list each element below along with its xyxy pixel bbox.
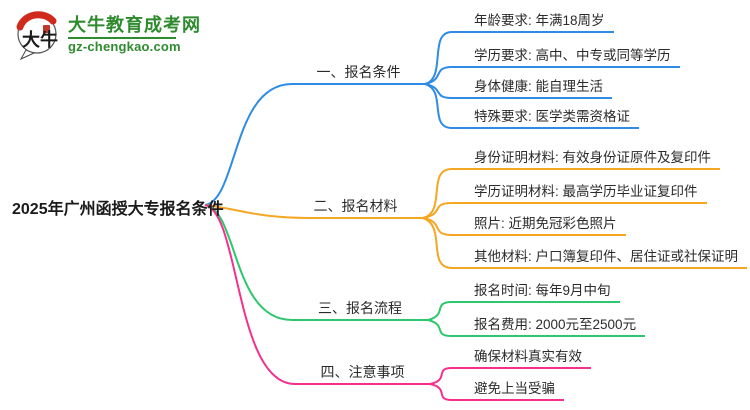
branch-4-trunk-line	[204, 204, 430, 385]
branch-1-trunk-line	[204, 83, 425, 206]
logo-divider	[68, 37, 176, 39]
site-domain: gz-chengkao.com	[68, 39, 181, 54]
site-name: 大牛教育成考网	[68, 15, 201, 35]
branch-2-leaf-3-connector	[422, 217, 453, 236]
branch-node-3[interactable]: 三、报名流程	[318, 300, 402, 316]
branch-2-leaf-4-connector	[422, 217, 453, 269]
branch-node-4[interactable]: 四、注意事项	[320, 364, 405, 380]
logo-bull-icon: 大牛	[16, 11, 58, 60]
branch-3-trunk-line	[204, 204, 428, 321]
leaf-node-1-2[interactable]: 学历要求: 高中、中专或同等学历	[452, 48, 680, 68]
leaf-node-2-1[interactable]: 身份证明材料: 有效身份证原件及复印件	[452, 150, 721, 170]
branch-3-leaf-1-connector	[427, 301, 453, 321]
leaf-node-1-4[interactable]: 特殊要求: 医学类需资格证	[452, 109, 640, 129]
branch-3-leaf-2-connector	[427, 319, 453, 337]
branch-4-leaf-1-connector	[429, 367, 453, 385]
leaf-node-4-1[interactable]: 确保材料真实有效	[452, 349, 591, 369]
branch-1-leaf-2-connector	[424, 66, 453, 85]
leaf-node-3-1[interactable]: 报名时间: 每年9月中旬	[452, 283, 620, 303]
leaf-node-1-3[interactable]: 身体健康: 能自理生活	[452, 79, 613, 99]
site-logo: 大牛 大牛教育成考网 gz-chengkao.com	[12, 8, 201, 60]
root-node[interactable]: 2025年广州函授大专报名条件	[12, 201, 224, 218]
branch-1-leaf-1-connector	[424, 31, 453, 85]
leaf-node-1-1[interactable]: 年龄要求: 年满18周岁	[452, 13, 614, 33]
leaf-node-2-4[interactable]: 其他材料: 户口簿复印件、居住证或社保证明	[452, 249, 748, 269]
leaf-node-4-2[interactable]: 避免上当受骗	[452, 381, 564, 401]
branch-node-2[interactable]: 二、报名材料	[313, 198, 398, 214]
leaf-node-3-2[interactable]: 报名费用: 2000元至2500元	[452, 317, 646, 337]
branch-2-leaf-2-connector	[422, 202, 453, 219]
leaf-node-2-2[interactable]: 学历证明材料: 最高学历毕业证复印件	[452, 184, 707, 204]
branch-2-leaf-1-connector	[422, 168, 453, 219]
branch-4-leaf-2-connector	[429, 383, 453, 401]
logo-icon-text: 大牛	[22, 29, 58, 50]
branch-2-trunk-line	[204, 204, 423, 219]
branch-1-leaf-4-connector	[424, 83, 453, 129]
leaf-node-2-3[interactable]: 照片: 近期免冠彩色照片	[452, 216, 626, 236]
branch-node-1[interactable]: 一、报名条件	[316, 64, 401, 80]
